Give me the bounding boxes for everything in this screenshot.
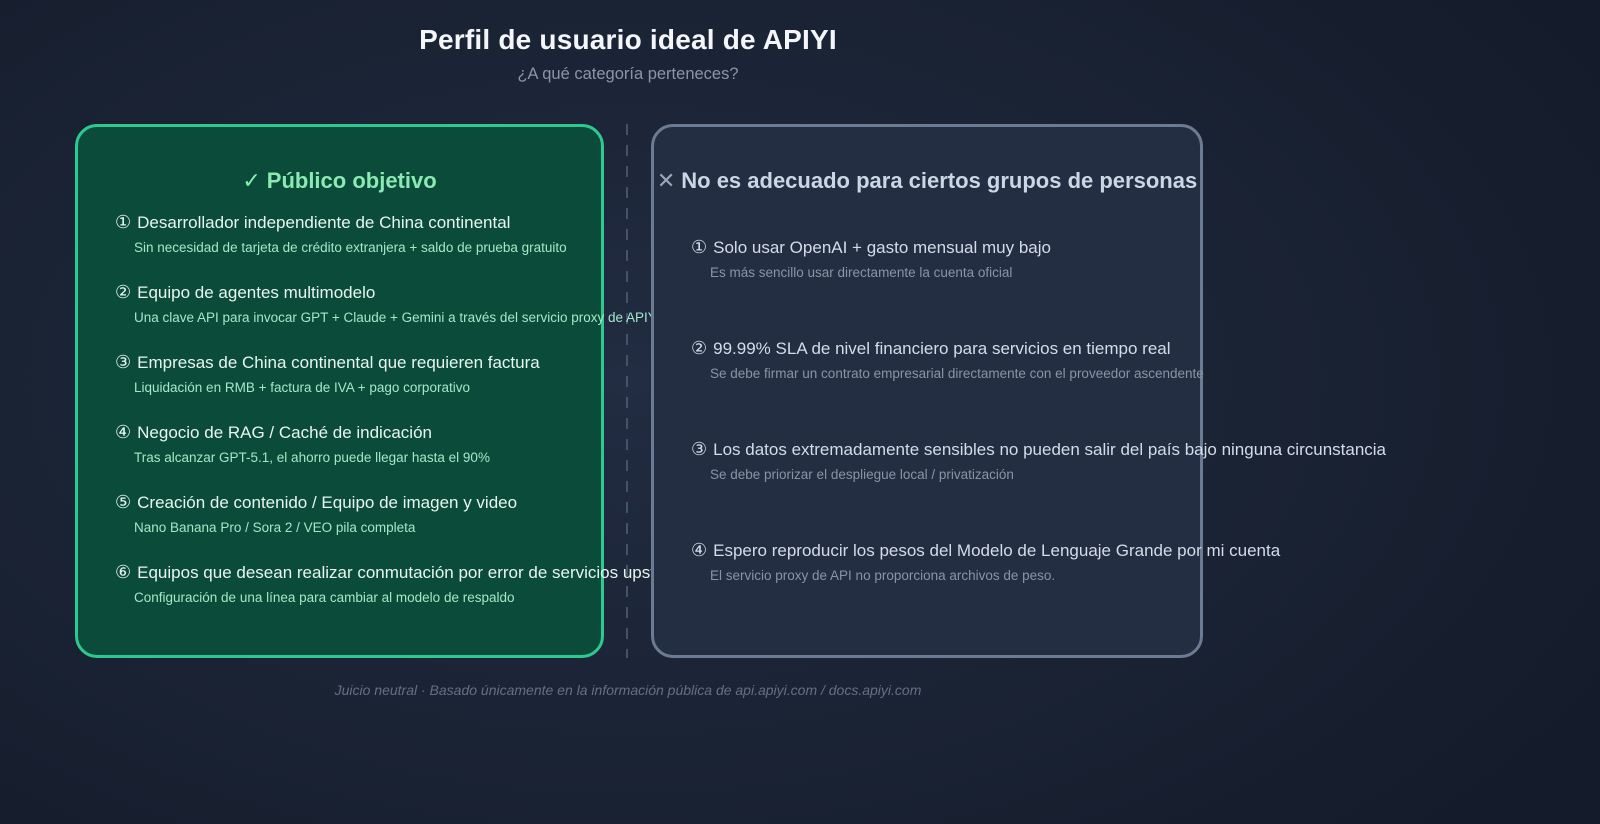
item-title: ① Desarrollador independiente de China co… (115, 212, 694, 233)
item-title-text: Equipo de agentes multimodelo (137, 283, 376, 302)
item-description: Se debe priorizar el despliegue local / … (710, 467, 1014, 482)
circled-number-icon: ① (691, 237, 708, 257)
item-title: ⑥ Equipos que desean realizar conmutación… (115, 562, 694, 583)
target-item-2: ② Equipo de agentes multimodelo Una clave… (115, 282, 694, 326)
footer-note: Juicio neutral · Basado únicamente en la… (334, 682, 922, 698)
item-title-text: Solo usar OpenAI + gasto mensual muy baj… (713, 238, 1051, 257)
x-mark-icon: ✕ (656, 168, 676, 194)
not-suitable-panel-title: No es adecuado para ciertos grupos de pe… (681, 168, 1198, 194)
item-description: Es más sencillo usar directamente la cue… (710, 265, 1013, 280)
item-title-text: Desarrollador independiente de China con… (137, 213, 511, 232)
item-title: ① Solo usar OpenAI + gasto mensual muy ba… (691, 237, 1386, 258)
item-description: Tras alcanzar GPT-5.1, el ahorro puede l… (134, 450, 490, 465)
not-suitable-panel-heading: ✕No es adecuado para ciertos grupos de p… (654, 168, 1200, 194)
item-description: El servicio proxy de API no proporciona … (710, 568, 1056, 583)
item-title-text: 99.99% SLA de nivel financiero para serv… (713, 339, 1171, 358)
item-title-text: Empresas de China continental que requie… (137, 353, 540, 372)
item-description: Se debe firmar un contrato empresarial d… (710, 366, 1204, 381)
circled-number-icon: ③ (115, 352, 132, 372)
circled-number-icon: ① (115, 212, 132, 232)
not-suitable-item-4: ④ Espero reproducir los pesos del Modelo … (691, 540, 1386, 584)
item-description: Sin necesidad de tarjeta de crédito extr… (134, 240, 567, 255)
target-item-3: ③ Empresas de China continental que requi… (115, 352, 694, 396)
target-audience-panel: ✓Público objetivo ① Desarrollador indepen… (75, 124, 694, 658)
circled-number-icon: ⑤ (115, 492, 132, 512)
target-item-6: ⑥ Equipos que desean realizar conmutación… (115, 562, 694, 606)
item-title-text: Los datos extremadamente sensibles no pu… (713, 440, 1387, 459)
target-panel-heading: ✓Público objetivo (78, 168, 601, 194)
panel-divider-dashed-line (626, 124, 628, 658)
circled-number-icon: ④ (691, 540, 708, 560)
not-suitable-item-3: ③ Los datos extremadamente sensibles no p… (691, 439, 1386, 483)
circled-number-icon: ④ (115, 422, 132, 442)
item-title-text: Creación de contenido / Equipo de imagen… (137, 493, 518, 512)
circled-number-icon: ② (691, 338, 708, 358)
check-icon: ✓ (242, 168, 261, 194)
page-subtitle: ¿A qué categoría perteneces? (517, 65, 739, 83)
circled-number-icon: ② (115, 282, 132, 302)
item-title: ④ Espero reproducir los pesos del Modelo … (691, 540, 1386, 561)
not-suitable-item-1: ① Solo usar OpenAI + gasto mensual muy ba… (691, 237, 1386, 281)
item-title-text: Negocio de RAG / Caché de indicación (137, 423, 432, 442)
not-suitable-items-list: ① Solo usar OpenAI + gasto mensual muy ba… (691, 237, 1386, 641)
item-title: ④ Negocio de RAG / Caché de indicación (115, 422, 694, 443)
page-header: Perfil de usuario ideal de APIYI ¿A qué … (0, 0, 1256, 84)
item-description: Configuración de una línea para cambiar … (134, 590, 515, 605)
target-panel-title: Público objetivo (266, 168, 437, 194)
item-title: ② 99.99% SLA de nivel financiero para ser… (691, 338, 1386, 359)
item-title-text: Equipos que desean realizar conmutación … (137, 563, 694, 582)
not-suitable-item-2: ② 99.99% SLA de nivel financiero para ser… (691, 338, 1386, 382)
target-item-1: ① Desarrollador independiente de China co… (115, 212, 694, 256)
target-item-4: ④ Negocio de RAG / Caché de indicación Tr… (115, 422, 694, 466)
item-title: ③ Empresas de China continental que requi… (115, 352, 694, 373)
item-description: Nano Banana Pro / Sora 2 / VEO pila comp… (134, 520, 416, 535)
item-title: ⑤ Creación de contenido / Equipo de image… (115, 492, 694, 513)
target-items-list: ① Desarrollador independiente de China co… (115, 212, 694, 632)
circled-number-icon: ⑥ (115, 562, 132, 582)
circled-number-icon: ③ (691, 439, 708, 459)
item-title-text: Espero reproducir los pesos del Modelo d… (713, 541, 1281, 560)
item-title: ② Equipo de agentes multimodelo (115, 282, 694, 303)
item-title: ③ Los datos extremadamente sensibles no p… (691, 439, 1386, 460)
target-item-5: ⑤ Creación de contenido / Equipo de image… (115, 492, 694, 536)
item-description: Una clave API para invocar GPT + Claude … (134, 310, 661, 325)
not-suitable-panel: ✕No es adecuado para ciertos grupos de p… (651, 124, 1386, 658)
item-description: Liquidación en RMB + factura de IVA + pa… (134, 380, 470, 395)
page-title: Perfil de usuario ideal de APIYI (419, 24, 837, 55)
